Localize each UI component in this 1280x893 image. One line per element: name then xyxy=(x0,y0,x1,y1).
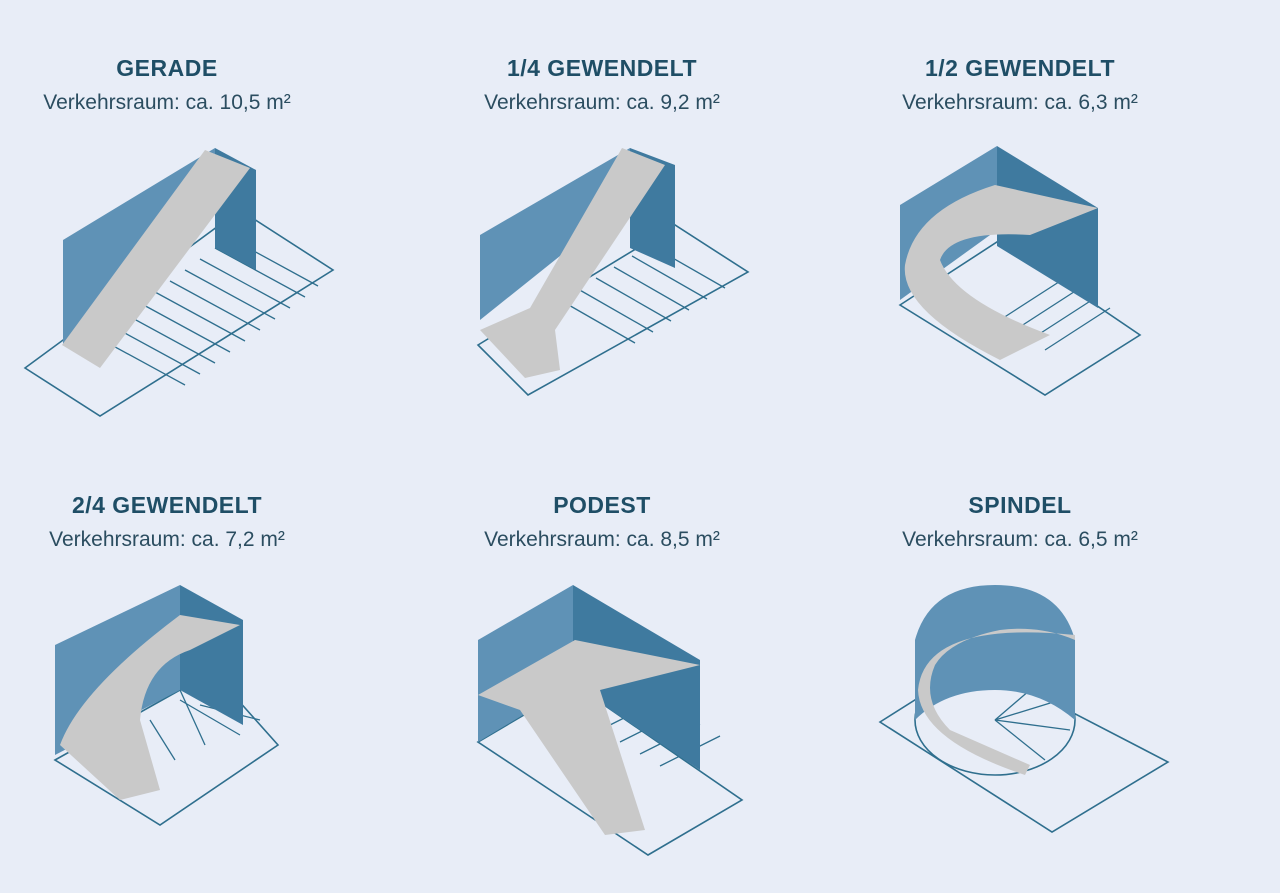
stair-title: 1/2 GEWENDELT xyxy=(924,55,1116,81)
stair-title: SPINDEL xyxy=(968,492,1072,518)
stair-subtitle: Verkehrsraum: ca. 6,3 m² xyxy=(902,91,1138,114)
stair-title: PODEST xyxy=(553,492,651,518)
stair-subtitle: Verkehrsraum: ca. 8,5 m² xyxy=(484,528,720,551)
stair-subtitle: Verkehrsraum: ca. 6,5 m² xyxy=(902,528,1138,551)
stair-subtitle: Verkehrsraum: ca. 7,2 m² xyxy=(49,528,285,551)
stair-title: 2/4 GEWENDELT xyxy=(71,492,263,518)
stair-title: 1/4 GEWENDELT xyxy=(506,55,698,81)
stair-subtitle: Verkehrsraum: ca. 9,2 m² xyxy=(484,91,720,114)
stair-subtitle: Verkehrsraum: ca. 10,5 m² xyxy=(43,91,291,114)
stair-title: GERADE xyxy=(116,55,218,81)
